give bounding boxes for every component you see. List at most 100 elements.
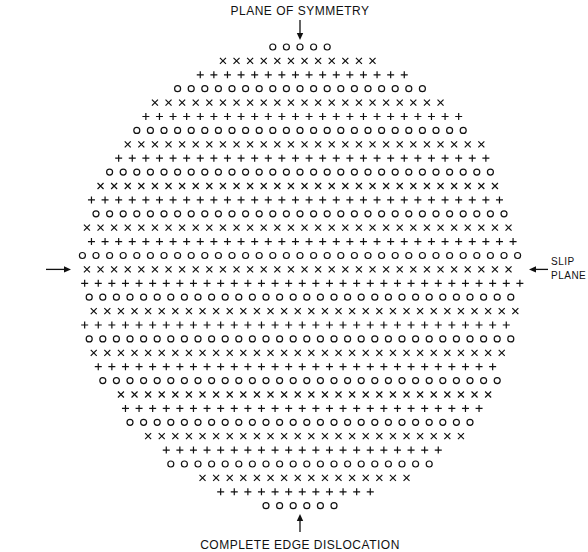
atom-circle <box>317 378 323 384</box>
atom-cross <box>376 475 382 481</box>
atom-circle <box>120 211 126 217</box>
atom-cross <box>234 141 240 147</box>
atom-plus <box>244 488 251 495</box>
atom-cross <box>349 350 355 356</box>
atom-plus <box>231 405 238 412</box>
atom-circle <box>181 378 187 384</box>
atom-circle <box>426 294 432 300</box>
atom-circle <box>358 294 364 300</box>
atom-cross <box>172 392 178 398</box>
atom-cross <box>485 392 491 398</box>
atom-circle <box>290 461 296 467</box>
atom-circle <box>358 461 364 467</box>
atom-lattice <box>79 44 523 509</box>
atom-circle <box>86 336 92 342</box>
atom-plus <box>176 447 183 454</box>
atom-circle <box>168 419 174 425</box>
atom-plus <box>197 196 204 203</box>
atom-plus <box>496 238 503 245</box>
atom-circle <box>249 461 255 467</box>
atom-plus <box>210 113 217 120</box>
atom-cross <box>349 392 355 398</box>
atom-plus <box>401 71 408 78</box>
atom-plus <box>224 155 231 162</box>
atom-circle <box>195 294 201 300</box>
atom-plus <box>272 280 279 287</box>
atom-cross <box>376 392 382 398</box>
atom-cross <box>179 225 185 231</box>
atom-circle <box>453 419 459 425</box>
atom-plus <box>455 113 462 120</box>
atom-circle <box>134 169 140 175</box>
atom-cross <box>268 350 274 356</box>
atom-plus <box>285 447 292 454</box>
atom-circle <box>127 419 133 425</box>
atom-circle <box>134 211 140 217</box>
atom-plus <box>122 322 129 329</box>
atom-plus <box>285 322 292 329</box>
atom-circle <box>181 336 187 342</box>
atom-circle <box>236 294 242 300</box>
atom-plus <box>442 113 449 120</box>
atom-circle <box>345 419 351 425</box>
atom-cross <box>363 350 369 356</box>
atom-plus <box>149 363 156 370</box>
atom-plus <box>136 363 143 370</box>
atom-circle <box>426 378 432 384</box>
atom-circle <box>372 419 378 425</box>
atom-circle <box>263 419 269 425</box>
atom-circle <box>460 211 466 217</box>
atom-plus <box>183 113 190 120</box>
atom-circle <box>338 169 344 175</box>
atom-plus <box>333 71 340 78</box>
atom-plus <box>122 363 129 370</box>
atom-cross <box>104 308 110 314</box>
atom-plus <box>81 280 88 287</box>
atom-cross <box>315 266 321 272</box>
atom-cross <box>274 100 280 106</box>
atom-plus <box>251 113 258 120</box>
atom-plus <box>319 238 326 245</box>
atom-circle <box>317 294 323 300</box>
atom-circle <box>426 419 432 425</box>
atom-cross <box>404 433 410 439</box>
atom-cross <box>145 392 151 398</box>
atom-cross <box>431 433 437 439</box>
atom-cross <box>186 392 192 398</box>
atom-cross <box>499 350 505 356</box>
atom-cross <box>200 475 206 481</box>
atom-plus <box>306 155 313 162</box>
atom-cross <box>247 141 253 147</box>
atom-cross <box>254 392 260 398</box>
atom-cross <box>322 392 328 398</box>
atom-circle <box>372 378 378 384</box>
atom-cross <box>254 433 260 439</box>
atom-circle <box>413 336 419 342</box>
atom-cross <box>342 183 348 189</box>
atom-cross <box>465 183 471 189</box>
atom-plus <box>258 488 265 495</box>
atom-circle <box>222 336 228 342</box>
atom-cross <box>274 141 280 147</box>
atom-plus <box>231 322 238 329</box>
atom-cross <box>288 183 294 189</box>
atom-plus <box>258 363 265 370</box>
atom-cross <box>220 183 226 189</box>
atom-plus <box>374 196 381 203</box>
atom-plus <box>340 447 347 454</box>
atom-cross <box>247 58 253 64</box>
atom-cross <box>111 266 117 272</box>
atom-plus <box>299 363 306 370</box>
atom-cross <box>376 308 382 314</box>
atom-cross <box>370 225 376 231</box>
atom-circle <box>419 253 425 259</box>
atom-plus <box>306 238 313 245</box>
atom-plus <box>115 238 122 245</box>
atom-cross <box>91 308 97 314</box>
atom-cross <box>247 225 253 231</box>
atom-cross <box>397 183 403 189</box>
atom-cross <box>485 308 491 314</box>
atom-plus <box>367 447 374 454</box>
atom-plus <box>367 322 374 329</box>
atom-circle <box>243 169 249 175</box>
